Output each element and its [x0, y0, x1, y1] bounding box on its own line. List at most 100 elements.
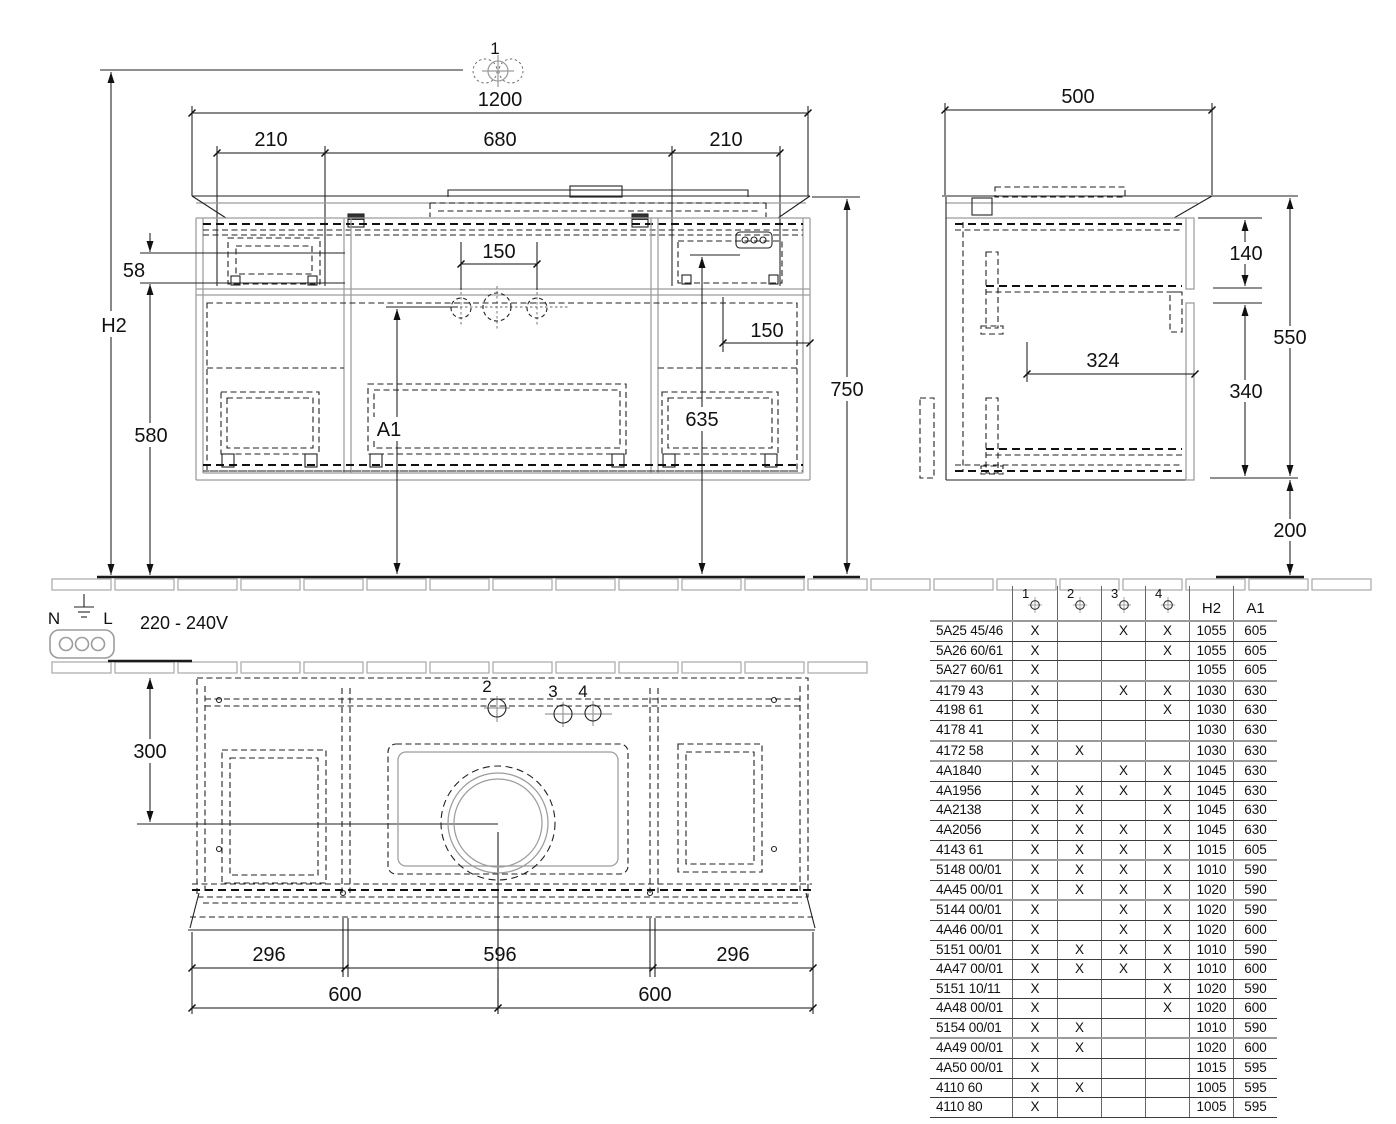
model-spec-table: 1 2 3 4: [930, 586, 1277, 1118]
table-cell: X: [1012, 960, 1057, 979]
dim-210-right: 210: [709, 129, 742, 151]
model-number: 5151 00/01: [936, 941, 1002, 957]
table-cell: X: [1057, 801, 1101, 820]
table-cell: X: [1101, 880, 1145, 900]
table-cell: [1057, 979, 1101, 999]
header-3-label: 3: [1111, 586, 1119, 601]
earth-ground-icon: [74, 594, 94, 618]
table-cell: 1045: [1189, 762, 1233, 781]
model-number: 4A48 00/01: [936, 1000, 1004, 1016]
table-cell: X: [1145, 762, 1189, 781]
table-cell: 1015: [1189, 1059, 1233, 1078]
header-model-column: [930, 586, 1012, 620]
table-cell: 1030: [1189, 681, 1233, 701]
table-cell: 600: [1233, 960, 1277, 979]
table-cell: 1005: [1189, 1098, 1233, 1117]
plug-connector-icon: [49, 629, 115, 659]
dim-140: 140: [1229, 243, 1262, 265]
table-cell: X: [1101, 901, 1145, 920]
model-number: 5A27 60/61: [936, 662, 1004, 678]
dim-200: 200: [1273, 520, 1306, 542]
table-cell: X: [1012, 641, 1057, 661]
header-hole-1: 1: [1012, 586, 1057, 620]
table-cell: [1057, 661, 1101, 680]
table-cell: X: [1012, 622, 1057, 641]
table-cell: 630: [1233, 720, 1277, 740]
table-cell: 1055: [1189, 622, 1233, 641]
header-a1-label: A1: [1246, 600, 1265, 617]
table-cell: 600: [1233, 999, 1277, 1018]
table-cell: [1057, 1059, 1101, 1078]
table-cell: X: [1012, 1078, 1057, 1098]
table-cell: 590: [1233, 880, 1277, 900]
model-number: 5A26 60/61: [936, 642, 1004, 658]
table-cell: X: [1012, 920, 1057, 940]
table-cell: [1101, 801, 1145, 820]
voltage-label: 220 - 240V: [140, 613, 228, 633]
table-cell: 595: [1233, 1098, 1277, 1117]
table-cell: X: [1057, 880, 1101, 900]
table-cell: [1057, 920, 1101, 940]
side-view: 500 324 140: [919, 86, 1314, 579]
dim-600-left: 600: [328, 984, 361, 1006]
table-cell: [1101, 741, 1145, 761]
dim-500: 500: [1061, 86, 1094, 108]
table-cell: X: [1057, 960, 1101, 979]
table-cell: [1057, 641, 1101, 661]
table-cell: [1057, 762, 1101, 781]
table-cell: [1101, 979, 1145, 999]
header-1-label: 1: [1022, 586, 1030, 601]
table-cell: X: [1145, 920, 1189, 940]
table-cell: 630: [1233, 781, 1277, 801]
table-cell: X: [1101, 622, 1145, 641]
table-cell: X: [1057, 820, 1101, 840]
model-number: 4110 80: [936, 1099, 983, 1115]
table-cell: [1101, 641, 1145, 661]
table-cell: 1020: [1189, 920, 1233, 940]
table-cell: X: [1101, 681, 1145, 701]
table-cell: 630: [1233, 741, 1277, 761]
table-cell: X: [1101, 762, 1145, 781]
table-cell: X: [1101, 861, 1145, 880]
model-number: 4A1956: [936, 782, 982, 798]
dim-680: 680: [483, 129, 516, 151]
table-cell: X: [1145, 861, 1189, 880]
table-cell: X: [1145, 979, 1189, 999]
faucet-marker-1-icon: [472, 55, 524, 87]
table-cell: X: [1012, 681, 1057, 701]
table-cell: X: [1012, 880, 1057, 900]
table-cell: 1015: [1189, 840, 1233, 860]
table-cell: X: [1101, 840, 1145, 860]
table-cell: 1055: [1189, 641, 1233, 661]
dim-210-left: 210: [254, 129, 287, 151]
table-cell: [1145, 661, 1189, 680]
table-cell: [1101, 1018, 1145, 1038]
dim-58: 58: [123, 260, 145, 282]
model-number: 4A50 00/01: [936, 1060, 1004, 1076]
marker-2-label: 2: [482, 677, 491, 696]
model-number: 5151 10/11: [936, 980, 1001, 996]
table-cell: 630: [1233, 762, 1277, 781]
table-cell: 1010: [1189, 861, 1233, 880]
model-number: 4A49 00/01: [936, 1040, 1004, 1056]
table-cell: 630: [1233, 801, 1277, 820]
model-number: 4178 41: [936, 721, 984, 737]
table-cell: X: [1012, 741, 1057, 761]
table-cell: X: [1012, 940, 1057, 960]
table-cell: 1030: [1189, 701, 1233, 720]
table-cell: 1020: [1189, 999, 1233, 1018]
line-label: L: [103, 609, 112, 628]
spec-table-header: 1 2 3 4: [930, 586, 1277, 622]
table-cell: 1020: [1189, 880, 1233, 900]
table-cell: [1057, 622, 1101, 641]
model-number: 4A45 00/01: [936, 881, 1004, 897]
